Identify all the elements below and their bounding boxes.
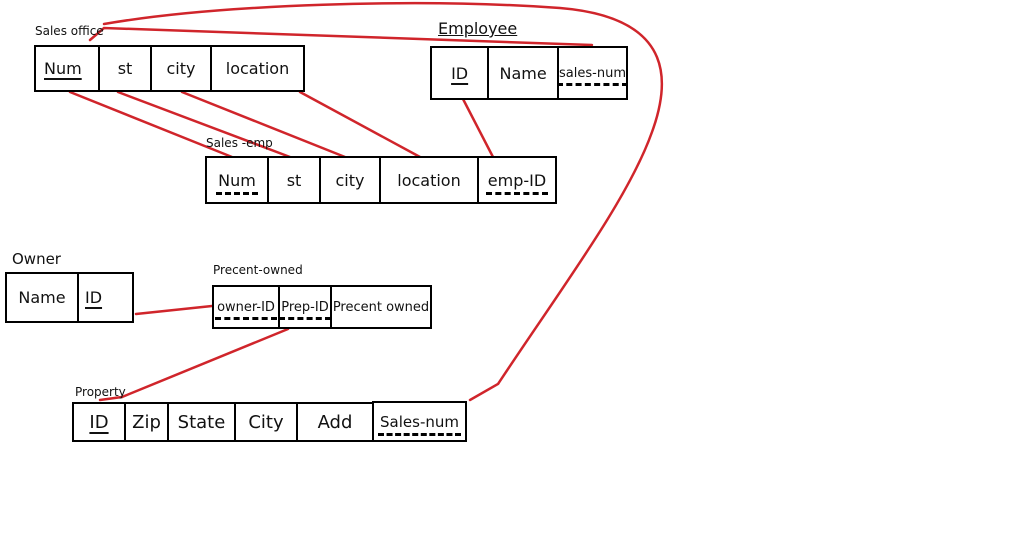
- employee-id-cell: ID: [432, 48, 490, 98]
- property-zip: Zip: [132, 411, 161, 433]
- precent-owned-title: Precent-owned: [213, 263, 303, 277]
- employee-title: Employee: [438, 19, 518, 38]
- precent-owned-prep-id: Prep-ID: [279, 299, 332, 320]
- property-id: ID: [89, 411, 109, 433]
- sales-office-city-cell: city: [152, 47, 212, 90]
- sales-office-st-cell: st: [100, 47, 152, 90]
- sales-office-table: Num st city location: [34, 45, 305, 92]
- sales-emp-st-cell: st: [269, 158, 321, 202]
- owner-title: Owner: [12, 250, 61, 268]
- precent-owned-owner-id: owner-ID: [215, 299, 277, 320]
- sales-emp-title: Sales -emp: [206, 136, 273, 150]
- property-city: City: [248, 411, 284, 433]
- property-add: Add: [317, 411, 353, 433]
- employee-table: ID Name sales-num: [430, 46, 628, 100]
- property-sales-num-cell: Sales-num: [374, 403, 465, 440]
- sales-emp-st: st: [286, 170, 302, 190]
- property-title: Property: [75, 385, 126, 399]
- property-id-cell: ID: [74, 404, 126, 440]
- sales-office-num-cell: Num: [36, 47, 100, 90]
- sales-office-location: location: [225, 59, 290, 78]
- sales-office-st: st: [117, 59, 133, 78]
- sales-emp-location: location: [397, 170, 461, 190]
- property-sales-num-box: Sales-num: [372, 401, 467, 442]
- sales-emp-city-cell: city: [321, 158, 381, 202]
- employee-sales-num-cell: sales-num: [557, 48, 628, 98]
- sales-emp-emp-id-cell: emp-ID: [479, 158, 555, 202]
- owner-table: Name ID: [5, 272, 134, 323]
- property-state-cell: State: [169, 404, 236, 440]
- precent-owned-owner-id-cell: owner-ID: [214, 287, 280, 327]
- sales-office-location-cell: location: [212, 47, 303, 90]
- owner-id: ID: [85, 288, 103, 307]
- sales-emp-table: Num st city location emp-ID: [205, 156, 557, 204]
- sales-emp-location-cell: location: [381, 158, 479, 202]
- precent-owned-table: owner-ID Prep-ID Precent owned: [212, 285, 432, 329]
- link-emp-id: [461, 97, 495, 159]
- property-sales-num: Sales-num: [378, 412, 461, 436]
- property-table: ID Zip State City Add: [72, 402, 374, 442]
- employee-name-cell: Name: [489, 48, 560, 98]
- employee-name: Name: [499, 63, 547, 83]
- sales-office-title: Sales office: [35, 24, 104, 38]
- sales-emp-num: Num: [216, 170, 258, 195]
- owner-name: Name: [18, 288, 66, 307]
- precent-owned-prep-id-cell: Prep-ID: [279, 287, 332, 327]
- precent-owned-value: Precent owned: [332, 299, 430, 315]
- precent-owned-value-cell: Precent owned: [332, 287, 430, 327]
- link-prep-id: [120, 327, 290, 399]
- link-owner-id: [134, 304, 214, 316]
- property-add-cell: Add: [298, 404, 372, 440]
- property-city-cell: City: [236, 404, 298, 440]
- sales-office-city: city: [166, 59, 196, 78]
- property-state: State: [177, 411, 226, 433]
- sales-office-num: Num: [44, 59, 82, 78]
- sales-emp-city: city: [335, 170, 365, 190]
- sales-emp-emp-id: emp-ID: [485, 170, 549, 195]
- sales-emp-num-cell: Num: [207, 158, 269, 202]
- owner-id-cell: ID: [79, 274, 132, 321]
- property-zip-cell: Zip: [126, 404, 169, 440]
- employee-sales-num: sales-num: [557, 65, 628, 86]
- employee-id: ID: [451, 63, 469, 83]
- link-location: [298, 90, 422, 159]
- owner-name-cell: Name: [7, 274, 79, 321]
